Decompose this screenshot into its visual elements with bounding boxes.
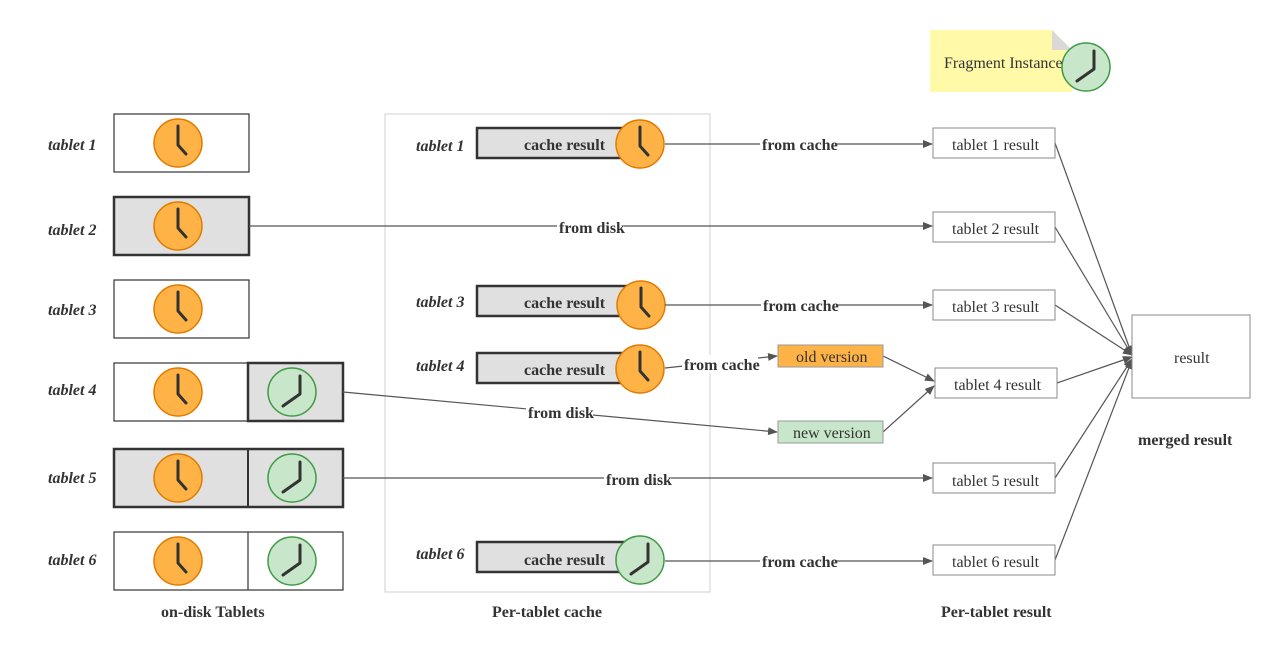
per-tablet-results: tablet 1 result tablet 2 result tablet 3… xyxy=(932,127,1058,576)
merged-result-box xyxy=(1131,314,1251,399)
clock-icon xyxy=(1060,41,1112,93)
edge-label-from-cache: from cache xyxy=(684,357,760,374)
new-version-box xyxy=(777,420,884,444)
edge-label-bg xyxy=(526,404,593,422)
edge-merge-3 xyxy=(1054,304,1133,356)
edge-label-bg xyxy=(760,553,836,571)
section-caption-cache: Per-tablet cache xyxy=(492,604,602,621)
edge-merge-2 xyxy=(1054,226,1133,356)
edge-merge-4 xyxy=(1056,356,1133,384)
merged-result-box-label: result xyxy=(1174,350,1210,367)
cache-result-label: cache result xyxy=(524,552,606,569)
edge-label-from-disk: from disk xyxy=(559,220,625,237)
old-version-box xyxy=(777,344,884,368)
cache-tablet-label: tablet 6 xyxy=(416,546,464,563)
edge-label-bg xyxy=(761,297,837,315)
clock-icon xyxy=(266,452,318,504)
cache-result-label: cache result xyxy=(524,137,606,154)
legend-label: Fragment Instance xyxy=(944,55,1063,72)
clock-icon xyxy=(614,118,666,170)
edge-merge-5 xyxy=(1054,358,1133,479)
versions: old version new version xyxy=(777,344,884,444)
clock-icon xyxy=(152,283,204,335)
tablet-label: tablet 5 xyxy=(48,470,96,487)
tablet-label: tablet 6 xyxy=(48,552,96,569)
result-label: tablet 3 result xyxy=(952,299,1040,316)
cache-result-label: cache result xyxy=(524,362,606,379)
edge-label-from-cache: from cache xyxy=(763,298,839,315)
clock-icon xyxy=(152,535,204,587)
result-box xyxy=(932,462,1056,494)
result-label: tablet 2 result xyxy=(952,221,1040,238)
tablet-label: tablet 1 xyxy=(48,137,96,154)
cache-tablet-label: tablet 1 xyxy=(416,138,464,155)
section-caption-disk: on-disk Tablets xyxy=(161,604,265,621)
edge-label-bg xyxy=(604,471,671,489)
new-version-label: new version xyxy=(793,425,871,442)
result-label: tablet 1 result xyxy=(952,137,1040,154)
edge-merge-1 xyxy=(1054,142,1133,356)
clock-icon xyxy=(614,343,666,395)
result-box xyxy=(932,289,1056,321)
old-version-label: old version xyxy=(796,349,868,366)
edge-new-version xyxy=(882,385,935,433)
result-label: tablet 5 result xyxy=(952,473,1040,490)
edge-old-version xyxy=(882,355,935,382)
clock-icon xyxy=(152,117,204,169)
result-box xyxy=(932,544,1056,576)
on-disk-tablets: tablet 1 tablet 2 tablet 3 tablet 4 tabl… xyxy=(48,113,345,591)
edge-label-from-disk: from disk xyxy=(528,405,594,422)
cache-tablet-label: tablet 3 xyxy=(416,294,464,311)
edge-label-from-cache: from cache xyxy=(762,554,838,571)
clock-icon xyxy=(266,535,318,587)
tablet-label: tablet 3 xyxy=(48,302,96,319)
clock-icon xyxy=(266,366,318,418)
cache-container xyxy=(384,113,711,593)
edge-label-from-disk: from disk xyxy=(606,472,672,489)
edge-merge-6 xyxy=(1054,359,1133,561)
edge-label-bg xyxy=(682,355,758,373)
edge-label-bg xyxy=(557,218,624,236)
legend-note-fold xyxy=(1052,30,1072,50)
clock-icon xyxy=(152,452,204,504)
result-label: tablet 4 result xyxy=(954,377,1042,394)
result-box xyxy=(932,127,1056,159)
section-captions: on-disk Tablets Per-tablet cache Per-tab… xyxy=(161,604,1052,621)
clock-icon xyxy=(152,366,204,418)
result-box xyxy=(932,211,1056,243)
result-box xyxy=(934,367,1058,399)
edge-label-bg xyxy=(760,136,836,154)
edge-label-from-cache: from cache xyxy=(762,137,838,154)
legend-note: Fragment Instance xyxy=(930,30,1112,93)
legend-note-shape xyxy=(930,30,1072,92)
clock-icon xyxy=(152,200,204,252)
merged-result: result merged result xyxy=(1131,314,1251,449)
per-tablet-cache: tablet 1 cache result tablet 3 cache res… xyxy=(416,118,667,586)
tablet-label: tablet 4 xyxy=(48,382,96,399)
edges xyxy=(249,140,1133,565)
section-caption-result: Per-tablet result xyxy=(941,604,1052,621)
clock-icon xyxy=(614,534,666,586)
cache-tablet-label: tablet 4 xyxy=(416,358,464,375)
edge-labels: from cache from disk from cache from cac… xyxy=(526,136,839,571)
result-label: tablet 6 result xyxy=(952,554,1040,571)
merged-result-caption: merged result xyxy=(1138,432,1233,449)
cache-result-label: cache result xyxy=(524,295,606,312)
tablet-label: tablet 2 xyxy=(48,222,96,239)
clock-icon xyxy=(615,279,667,331)
